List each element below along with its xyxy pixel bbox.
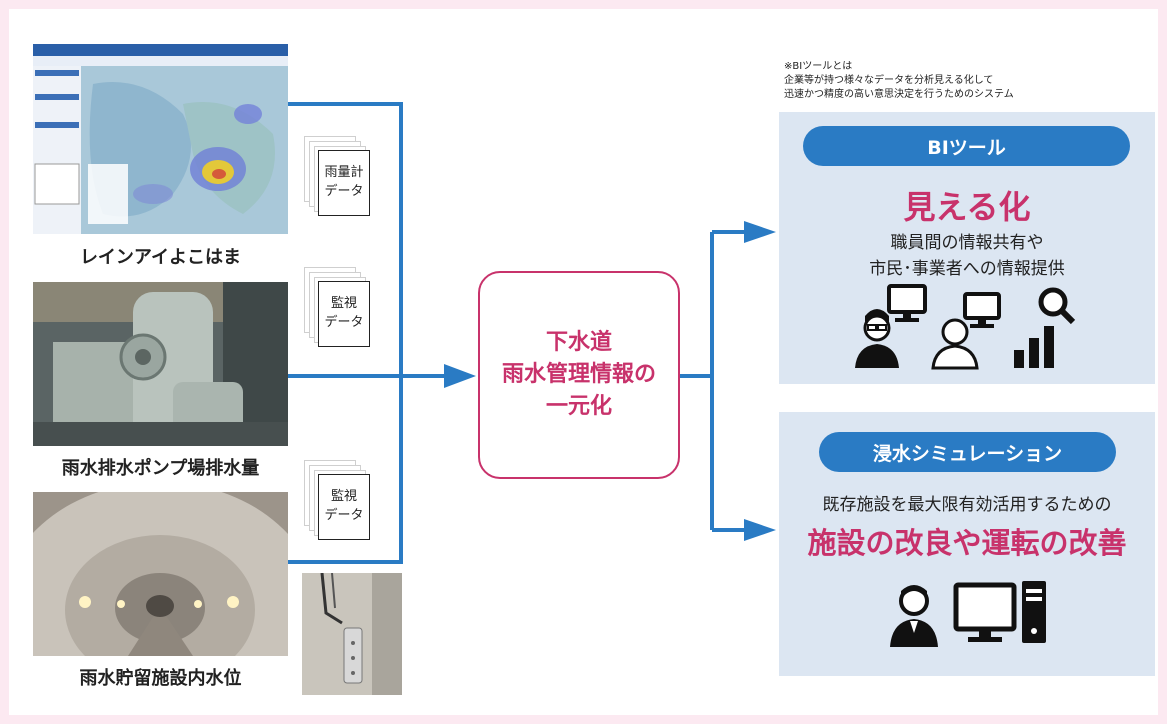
doc-label-line1: 雨量計	[324, 165, 364, 181]
computer-tower-icon	[1022, 581, 1046, 643]
bi-tool-headline: 見える化	[903, 188, 1031, 226]
source-caption-storage-facility: 雨水貯留施設内水位	[79, 668, 242, 689]
source-caption-rain-eye: レインアイよこはま	[79, 247, 242, 268]
bi-tool-panel: BIツール 見える化 職員間の情報共有や 市民･事業者への情報提供	[779, 112, 1155, 384]
water-level-sensor-image	[302, 573, 402, 695]
bi-tool-desc-line2: 市民･事業者への情報提供	[869, 259, 1065, 279]
output-bracket	[676, 230, 748, 532]
doc-label-line2: データ	[324, 184, 364, 199]
bi-tool-title: BIツール	[803, 126, 1130, 166]
arrow-head-bi	[744, 221, 776, 243]
central-integration-box: 下水道 雨水管理情報の 一元化	[478, 271, 680, 479]
doc-label-line1: 監視	[330, 296, 357, 312]
source-caption-pump-station: 雨水排水ポンプ場排水量	[61, 458, 260, 479]
note-line1: ※BIツールとは	[784, 61, 853, 72]
arrow-head-sim	[744, 519, 776, 541]
center-line2: 雨水管理情報の	[501, 362, 656, 388]
bar-chart-icon	[1014, 326, 1054, 368]
flood-simulation-desc: 既存施設を最大限有効活用するための	[822, 495, 1112, 515]
rain-radar-map-image	[33, 44, 288, 234]
magnifier-icon	[1038, 287, 1076, 325]
flood-simulation-headline: 施設の改良や運転の改善	[807, 526, 1127, 560]
note-line3: 迅速かつ精度の高い意思決定を行うためのシステム	[784, 89, 1014, 100]
bi-tool-desc-line1: 職員間の情報共有や	[890, 233, 1044, 253]
doc-label-line2: データ	[324, 508, 364, 523]
doc-label-line1: 監視	[330, 489, 357, 505]
input-bracket	[288, 102, 403, 564]
person-outline-icon	[931, 318, 979, 370]
monitor-icon	[963, 292, 1001, 328]
pump-station-image	[33, 282, 288, 446]
monitoring-data-document-2: 監視 データ	[304, 460, 374, 540]
doc-label-line2: データ	[324, 315, 364, 330]
flood-simulation-panel: 浸水シミュレーション 既存施設を最大限有効活用するための 施設の改良や運転の改善	[779, 412, 1155, 676]
monitor-icon	[887, 284, 927, 322]
person-with-glasses-icon	[855, 309, 899, 368]
bi-tool-note: ※BIツールとは 企業等が持つ様々なデータを分析見える化して 迅速かつ精度の高い…	[784, 60, 1014, 102]
sim-icons-group	[890, 581, 1046, 647]
center-line3: 一元化	[545, 393, 612, 419]
storage-tunnel-image	[33, 492, 288, 656]
person-icon	[890, 585, 938, 647]
monitoring-data-document-1: 監視 データ	[304, 267, 374, 347]
arrow-head-center	[444, 364, 476, 388]
flood-simulation-title: 浸水シミュレーション	[819, 432, 1116, 472]
note-line2: 企業等が持つ様々なデータを分析見える化して	[784, 75, 994, 86]
bi-icons-group	[855, 284, 1076, 370]
rain-gauge-data-document: 雨量計 データ	[304, 136, 374, 216]
center-line1: 下水道	[545, 330, 612, 356]
monitor-icon	[953, 582, 1017, 642]
